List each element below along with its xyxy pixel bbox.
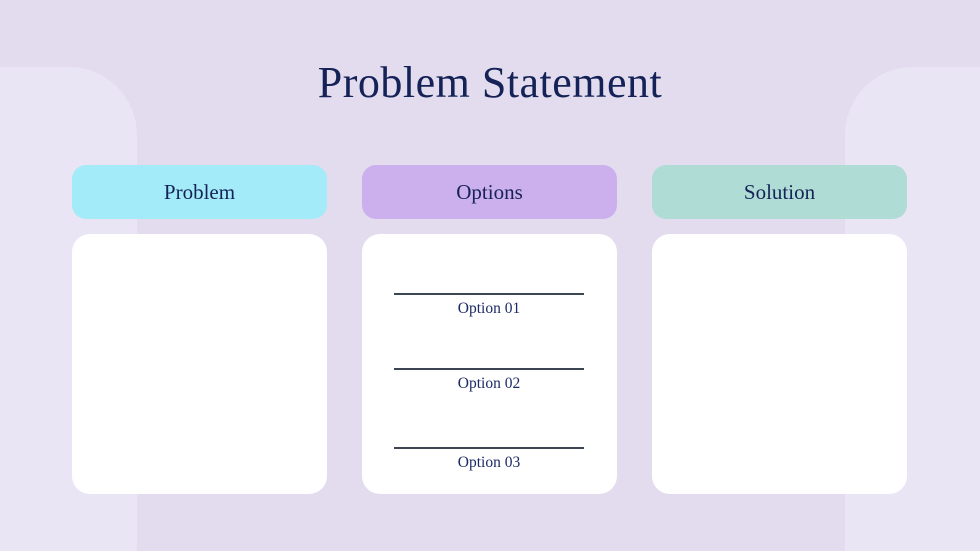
option-label: Option 01: [457, 300, 521, 317]
option-item: Option 03: [394, 447, 584, 472]
problem-card: [72, 234, 327, 494]
options-header-pill: Options: [362, 165, 617, 219]
option-label: Option 02: [457, 375, 521, 392]
options-card: Option 01 Option 02 Option 03: [362, 234, 617, 494]
slide-title: Problem Statement: [317, 58, 663, 107]
option-label: Option 03: [457, 454, 521, 471]
options-header-label: Options: [456, 179, 523, 204]
solution-header-pill: Solution: [652, 165, 907, 219]
option-item: Option 02: [394, 368, 584, 393]
option-item: Option 01: [394, 293, 584, 318]
solution-header-label: Solution: [743, 179, 816, 204]
solution-card: [652, 234, 907, 494]
problem-header-label: Problem: [163, 179, 236, 204]
problem-header-pill: Problem: [72, 165, 327, 219]
